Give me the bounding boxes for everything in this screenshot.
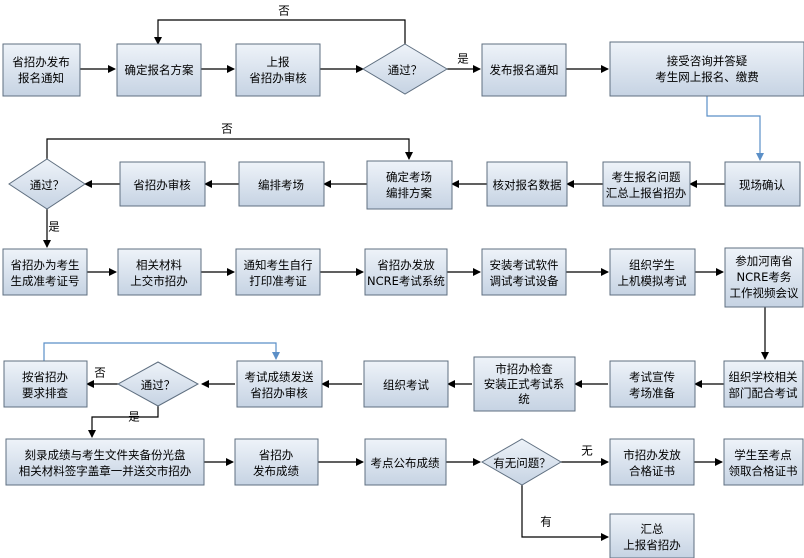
- node-label-n9: 核对报名数据: [493, 178, 562, 192]
- node-label-n27: 按省招办要求排查: [22, 370, 68, 400]
- node-box: [2, 43, 81, 97]
- node-box: [486, 161, 568, 207]
- node-label-n22: 考试宣传考场准备: [629, 370, 675, 400]
- node-box: [481, 248, 567, 296]
- node-label-n34: 汇总上报省招办: [623, 522, 681, 552]
- node-label-n19: 组织学生上机模拟考试: [618, 258, 687, 288]
- decision-diamond: [362, 43, 448, 95]
- connector: [706, 96, 764, 161]
- node-label-n32: 市招办发放合格证书: [623, 448, 681, 478]
- node-box: [724, 247, 804, 308]
- node-box: [238, 161, 325, 207]
- node-label-n25: 考试成绩发送省招办审核: [245, 370, 314, 400]
- node-label-n10: 确定考场编排方案: [386, 170, 432, 200]
- edge-label-has: 有: [540, 515, 552, 529]
- node-label-n3: 上报省招办审核: [249, 55, 307, 85]
- node-label-n2: 确定报名方案: [125, 63, 194, 77]
- edge-label-no: 否: [94, 366, 106, 380]
- node-box: [117, 248, 202, 296]
- node-box: [234, 438, 319, 486]
- node-box: [724, 161, 801, 207]
- node-label-n11: 编排考场: [258, 178, 304, 192]
- node-label-n5: 发布报名通知: [490, 63, 559, 77]
- node-label-n24: 组织考试: [383, 378, 429, 392]
- node-box: [364, 438, 447, 486]
- node-box: [236, 360, 323, 408]
- node-box: [609, 248, 696, 296]
- connectors: [43, 19, 769, 541]
- node-label-n13: 通过？: [30, 178, 65, 192]
- node-label-n8: 考生报名问题汇总上报省招办: [606, 170, 687, 200]
- node-label-n16: 通知考生自行打印准考证: [244, 258, 313, 288]
- edge-labels: 否 是 否 是 否 是 无 有: [48, 4, 593, 529]
- node-label-n21: 组织学校相关部门配合考试: [729, 370, 798, 400]
- connector: [521, 485, 609, 541]
- node-label-n12: 省招办审核: [133, 178, 191, 192]
- node-label-n4: 通过？: [388, 63, 423, 77]
- node-label-n7: 现场确认: [739, 178, 785, 192]
- shapes: [2, 41, 804, 558]
- node-box: [609, 513, 695, 558]
- node-label-n30: 考点公布成绩: [371, 456, 440, 470]
- node-label-n23: 市招办检查安装正式考试系统: [484, 362, 565, 406]
- node-label-n26: 通过？: [141, 378, 176, 392]
- edge-label-yes: 是: [457, 52, 469, 66]
- node-box: [235, 43, 321, 97]
- edge-label-yes: 是: [48, 220, 60, 234]
- decision-diamond: [116, 361, 200, 407]
- node-box: [363, 360, 449, 408]
- node-box: [235, 248, 321, 296]
- node-box: [2, 248, 88, 296]
- node-label-n14: 省招办为考生生成准考证号: [11, 258, 80, 288]
- edge-label-no: 否: [278, 4, 290, 18]
- node-box: [602, 161, 691, 207]
- node-box: [366, 160, 453, 210]
- edge-label-no: 否: [221, 122, 233, 136]
- edge-label-none: 无: [581, 444, 593, 458]
- node-box: [116, 43, 202, 97]
- connector: [43, 342, 280, 361]
- node-box: [5, 438, 205, 486]
- node-box: [473, 356, 576, 412]
- node-box: [723, 360, 804, 408]
- decision-diamond: [480, 438, 562, 486]
- connector: [46, 138, 413, 160]
- node-box: [364, 248, 448, 296]
- edge-label-yes: 是: [128, 410, 140, 424]
- node-label-n29: 省招办发布成绩: [253, 448, 299, 478]
- node-box: [609, 438, 695, 486]
- node-label-n31: 有无问题？: [493, 456, 551, 470]
- node-label-n1: 省招办发布报名通知: [12, 55, 70, 85]
- node-label-n33: 学生至考点领取合格证书: [729, 448, 798, 478]
- node-box: [119, 161, 206, 207]
- node-label-n28: 刻录成绩与考生文件夹备份光盘相关材料签字盖章一并送交市招办: [19, 448, 192, 478]
- node-box: [609, 360, 696, 408]
- node-label-n6: 接受咨询并答疑考生网上报名、缴费: [655, 54, 759, 84]
- node-texts: 省招办发布报名通知 确定报名方案 上报省招办审核 通过？ 发布报名通知 接受咨询…: [11, 54, 799, 552]
- node-label-n15: 相关材料上交市招办: [130, 258, 188, 288]
- connector: [88, 406, 159, 438]
- connector: [154, 19, 406, 45]
- decision-diamond: [8, 158, 86, 210]
- node-box: [723, 438, 804, 486]
- node-box: [609, 41, 804, 97]
- node-label-n18: 安装考试软件调试考试设备: [490, 258, 559, 288]
- node-box: [3, 360, 88, 408]
- node-box: [481, 43, 567, 97]
